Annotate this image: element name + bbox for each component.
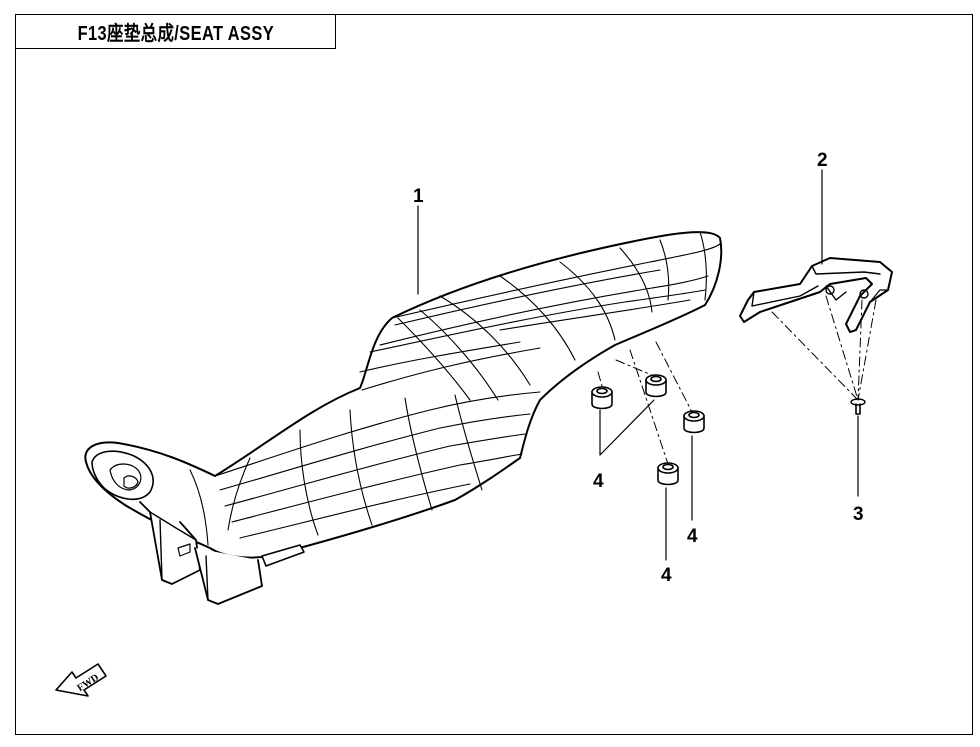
callout-1: 1 [413,186,424,207]
page-title: F13座垫总成/SEAT ASSY [77,23,274,45]
assembly-lines [597,295,877,465]
title-box: F13座垫总成/SEAT ASSY [15,14,336,49]
drawing-frame [15,14,973,735]
seat-part [84,231,723,605]
rear-bracket-part [739,257,893,333]
damper-2 [645,374,667,398]
damper-4 [657,462,679,486]
rubber-damper-parts [591,374,705,486]
screw-part [850,398,866,415]
callout-4c: 4 [661,565,672,586]
callout-4a: 4 [593,471,604,492]
callout-4b: 4 [687,526,698,547]
damper-1 [591,386,613,410]
leader-lines [417,169,859,561]
callout-2: 2 [817,150,828,171]
damper-3 [683,410,705,434]
callout-3: 3 [853,504,864,525]
fwd-arrow-icon: FWD [55,663,107,697]
